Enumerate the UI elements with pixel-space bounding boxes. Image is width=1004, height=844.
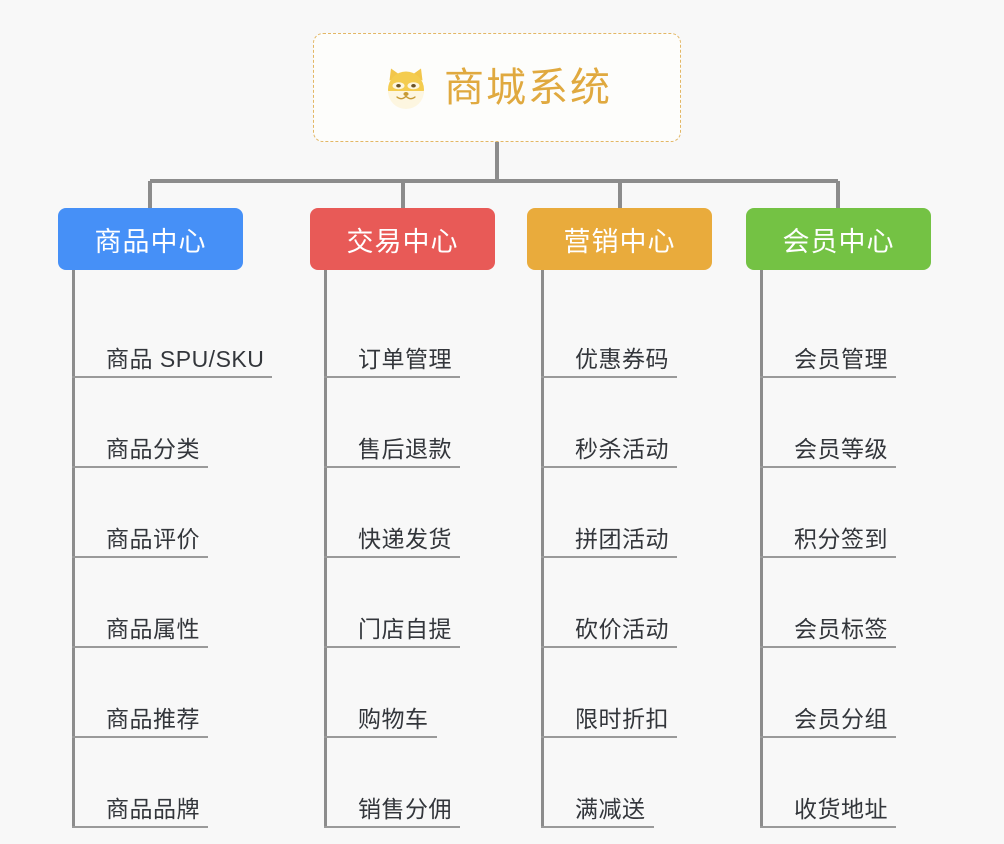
leaf-underline	[324, 376, 460, 378]
shiba-dog-icon	[388, 68, 424, 109]
leaf-label: 会员标签	[794, 615, 888, 642]
leaf-label: 商品属性	[106, 615, 200, 642]
leaf-underline	[324, 826, 460, 828]
leaf-item[interactable]: 商品品牌	[72, 738, 278, 828]
leaf-label: 商品品牌	[106, 795, 200, 822]
leaf-underline	[72, 646, 208, 648]
branch-title-商品中心[interactable]: 商品中心	[58, 208, 243, 270]
leaf-underline	[541, 556, 677, 558]
leaf-item[interactable]: 门店自提	[324, 558, 510, 648]
leaf-label: 商品分类	[106, 435, 200, 462]
leaf-item[interactable]: 会员分组	[760, 648, 946, 738]
leaf-item[interactable]: 订单管理	[324, 288, 510, 378]
leaf-label: 会员分组	[794, 705, 888, 732]
leaf-label: 购物车	[358, 705, 429, 732]
leaf-underline	[324, 646, 460, 648]
leaf-underline	[541, 466, 677, 468]
leaf-item[interactable]: 收货地址	[760, 738, 946, 828]
branch-title-label: 交易中心	[346, 226, 459, 257]
leaf-label: 商品评价	[106, 525, 200, 552]
leaf-label: 门店自提	[358, 615, 452, 642]
leaf-label: 拼团活动	[575, 525, 669, 552]
leaf-item[interactable]: 优惠券码	[541, 288, 727, 378]
leaf-item[interactable]: 砍价活动	[541, 558, 727, 648]
branch-title-label: 营销中心	[563, 226, 676, 257]
leaf-label: 销售分佣	[358, 795, 452, 822]
leaf-underline	[72, 736, 208, 738]
branch-title-label: 商品中心	[94, 226, 207, 257]
branch-title-会员中心[interactable]: 会员中心	[746, 208, 931, 270]
branch-title-label: 会员中心	[782, 226, 895, 257]
leaf-spine	[541, 270, 544, 828]
leaf-label: 会员等级	[794, 435, 888, 462]
leaf-spine	[760, 270, 763, 828]
leaf-label: 售后退款	[358, 435, 452, 462]
leaf-underline	[760, 556, 896, 558]
leaf-item[interactable]: 积分签到	[760, 468, 946, 558]
leaf-list-3: 会员管理 会员等级 积分签到 会员标签 会员分组	[746, 270, 946, 828]
leaf-label: 秒杀活动	[575, 435, 669, 462]
leaf-underline	[72, 376, 272, 378]
leaf-label: 砍价活动	[575, 615, 669, 642]
root-node[interactable]: 商城系统	[313, 33, 681, 142]
leaf-underline	[760, 826, 896, 828]
leaf-label: 商品推荐	[106, 705, 200, 732]
leaf-item[interactable]: 快递发货	[324, 468, 510, 558]
leaf-item[interactable]: 会员等级	[760, 378, 946, 468]
leaf-item[interactable]: 会员标签	[760, 558, 946, 648]
leaf-underline	[760, 376, 896, 378]
leaf-underline	[760, 466, 896, 468]
leaf-item[interactable]: 商品评价	[72, 468, 278, 558]
root-title: 商城系统	[444, 65, 612, 110]
leaf-underline	[72, 466, 208, 468]
leaf-list-2: 优惠券码 秒杀活动 拼团活动 砍价活动 限时折扣	[527, 270, 727, 828]
leaf-underline	[72, 556, 208, 558]
branch-column-1: 交易中心 订单管理 售后退款 快递发货 门店自提	[310, 208, 510, 844]
leaf-label: 满减送	[575, 795, 646, 822]
leaf-item[interactable]: 商品属性	[72, 558, 278, 648]
leaf-item[interactable]: 限时折扣	[541, 648, 727, 738]
leaf-item[interactable]: 商品 SPU/SKU	[72, 288, 278, 378]
leaf-item[interactable]: 拼团活动	[541, 468, 727, 558]
leaf-label: 商品 SPU/SKU	[106, 345, 265, 372]
leaf-list-1: 订单管理 售后退款 快递发货 门店自提 购物车	[310, 270, 510, 828]
leaf-underline	[541, 376, 677, 378]
leaf-label: 订单管理	[358, 345, 452, 372]
leaf-label: 优惠券码	[575, 345, 669, 372]
leaf-spine	[324, 270, 327, 828]
leaf-underline	[541, 826, 654, 828]
leaf-item[interactable]: 商品分类	[72, 378, 278, 468]
leaf-item[interactable]: 商品推荐	[72, 648, 278, 738]
leaf-label: 限时折扣	[575, 705, 669, 732]
leaf-underline	[541, 646, 677, 648]
branch-title-营销中心[interactable]: 营销中心	[527, 208, 712, 270]
leaf-underline	[324, 556, 460, 558]
leaf-item[interactable]: 购物车	[324, 648, 510, 738]
leaf-underline	[760, 736, 896, 738]
leaf-label: 快递发货	[358, 525, 452, 552]
leaf-label: 积分签到	[794, 525, 888, 552]
leaf-item[interactable]: 售后退款	[324, 378, 510, 468]
leaf-underline	[72, 826, 208, 828]
leaf-list-0: 商品 SPU/SKU 商品分类 商品评价 商品属性 商品推荐	[58, 270, 278, 828]
leaf-item[interactable]: 销售分佣	[324, 738, 510, 828]
branch-column-2: 营销中心 优惠券码 秒杀活动 拼团活动 砍价活动	[527, 208, 727, 844]
leaf-underline	[324, 466, 460, 468]
leaf-underline	[760, 646, 896, 648]
leaf-label: 收货地址	[794, 795, 888, 822]
leaf-spine	[72, 270, 75, 828]
branch-column-0: 商品中心 商品 SPU/SKU 商品分类 商品评价 商品属性	[58, 208, 278, 844]
leaf-item[interactable]: 会员管理	[760, 288, 946, 378]
leaf-underline	[324, 736, 437, 738]
leaf-item[interactable]: 秒杀活动	[541, 378, 727, 468]
branch-column-3: 会员中心 会员管理 会员等级 积分签到 会员标签	[746, 208, 946, 844]
leaf-label: 会员管理	[794, 345, 888, 372]
leaf-item[interactable]: 满减送	[541, 738, 727, 828]
branch-title-交易中心[interactable]: 交易中心	[310, 208, 495, 270]
leaf-underline	[541, 736, 677, 738]
